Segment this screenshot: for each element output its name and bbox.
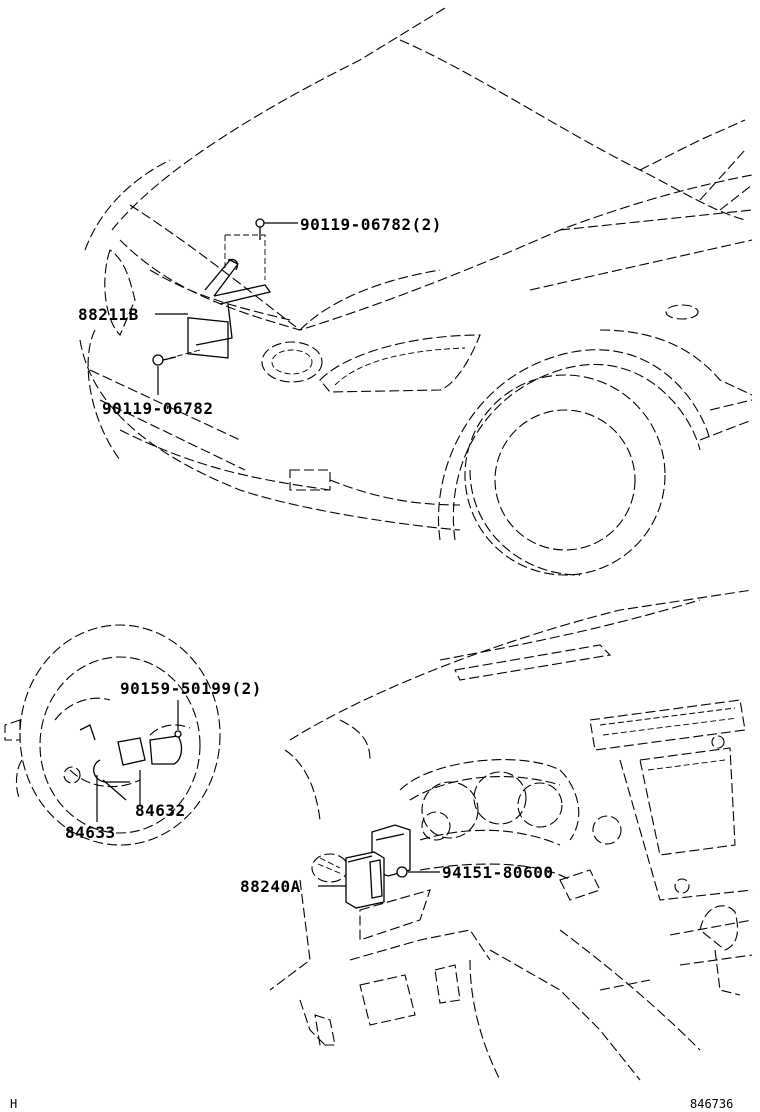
steering-wheel-illustration (4, 624, 221, 846)
callout-switch-b: 84633 (65, 823, 116, 842)
car-front-illustration (79, 7, 753, 576)
dashboard-illustration (269, 589, 753, 1081)
corner-code: H (10, 1097, 17, 1111)
drawing-number: 846736 (690, 1097, 733, 1111)
callout-switch-a: 84632 (135, 801, 186, 820)
callout-sensor-front: 88211B (78, 305, 139, 324)
callout-ecu-dash: 88240A (240, 877, 301, 896)
callout-wheel-screw: 90159-50199(2) (120, 679, 262, 698)
steering-switch-assembly (79, 724, 183, 783)
bolt-icon (152, 354, 177, 395)
callout-bolt-lower: 90119-06782 (102, 399, 213, 418)
dash-ecu-assembly (345, 824, 411, 909)
front-radar-sensor-assembly (169, 234, 272, 359)
bolt-icon (255, 218, 298, 240)
callout-bolt-top: 90119-06782(2) (300, 215, 442, 234)
callout-clip-dash: 94151-80600 (442, 863, 553, 882)
